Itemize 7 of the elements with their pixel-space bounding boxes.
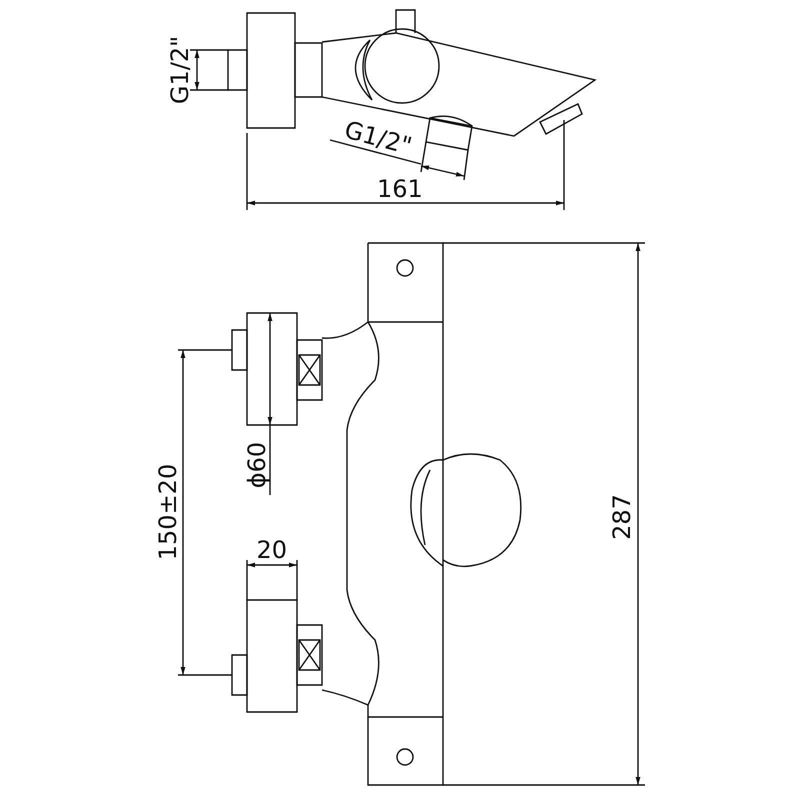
dimension-label: 150±20 [156,464,180,560]
dimension-label: 20 [256,538,288,562]
dimension-label: 161 [377,177,423,201]
dimension-label: G1/2" [168,36,192,104]
dimension-label: 287 [610,494,634,540]
dimension-label: G1/2" [342,118,414,158]
dimension-label: ϕ60 [245,442,270,488]
